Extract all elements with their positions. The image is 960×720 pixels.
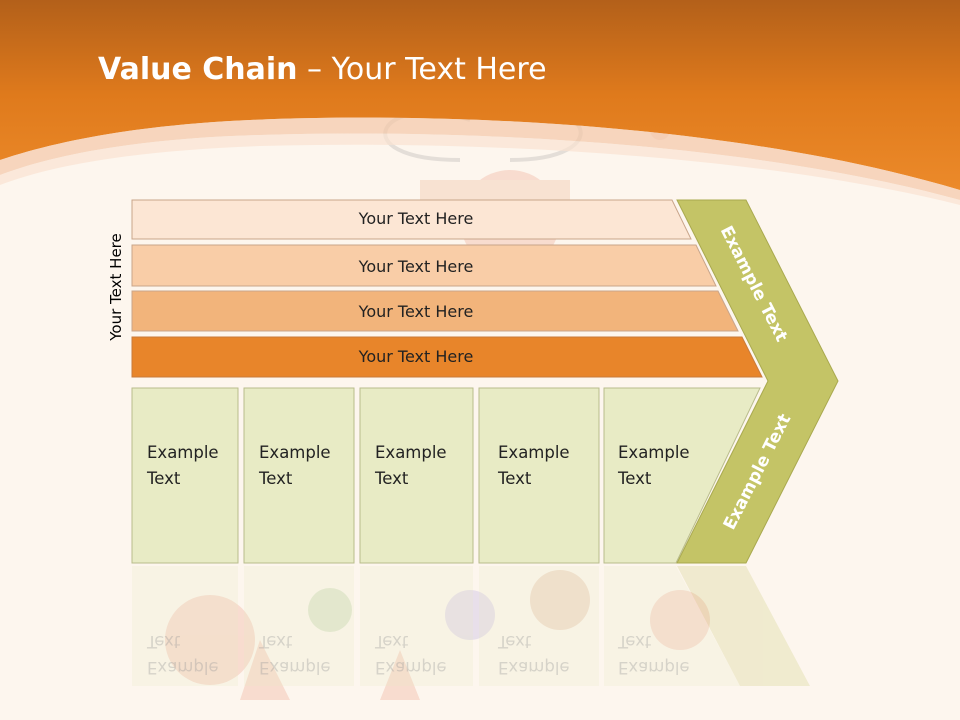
box-5-reflection: Example Text (618, 628, 690, 680)
box-5-line1: Example (618, 443, 690, 462)
bar-1[interactable] (131, 199, 692, 240)
box-4-line1: Example (498, 443, 570, 462)
bar-2-label: Your Text Here (358, 257, 474, 276)
side-label: Your Text Here (107, 233, 125, 341)
box-4-line2: Text (498, 469, 532, 488)
bar-2[interactable] (131, 244, 717, 287)
box-3[interactable] (359, 387, 474, 564)
chevron-arrow[interactable] (676, 199, 839, 564)
box-5[interactable] (603, 387, 761, 564)
box-4-label: Example Text (498, 440, 570, 492)
box-3-reflection-line2: Text (375, 632, 409, 651)
bar-4[interactable] (131, 336, 763, 378)
box-1-label: Example Text (147, 440, 219, 492)
box-2-line2: Text (259, 469, 293, 488)
box-5-label: Example Text (618, 440, 690, 492)
box-1-line1: Example (147, 443, 219, 462)
bar-1-label: Your Text Here (358, 209, 474, 228)
bar-3-label: Your Text Here (358, 302, 474, 321)
bar-4-label: Your Text Here (358, 347, 474, 366)
page-title: Value Chain – Your Text Here (98, 52, 547, 87)
box-5-reflection-line1: Example (618, 658, 690, 677)
box-2-label: Example Text (259, 440, 331, 492)
box-5-line2: Text (618, 469, 652, 488)
title-bold: Value Chain (98, 52, 298, 87)
box-1-reflection-line2: Text (147, 632, 181, 651)
title-rest: – Your Text Here (297, 52, 547, 87)
box-2[interactable] (243, 387, 355, 564)
box-4[interactable] (478, 387, 600, 564)
box-4-reflection-line2: Text (498, 632, 532, 651)
box-3-line2: Text (375, 469, 409, 488)
box-1-reflection: Example Text (147, 628, 219, 680)
box-5-reflection-line2: Text (618, 632, 652, 651)
box-4-reflection-line1: Example (498, 658, 570, 677)
box-2-reflection: Example Text (259, 628, 331, 680)
box-3-reflection: Example Text (375, 628, 447, 680)
box-3-reflection-line1: Example (375, 658, 447, 677)
box-1-reflection-line1: Example (147, 658, 219, 677)
box-2-reflection-line2: Text (259, 632, 293, 651)
box-2-reflection-line1: Example (259, 658, 331, 677)
box-1-line2: Text (147, 469, 181, 488)
bar-3[interactable] (131, 290, 739, 332)
box-2-line1: Example (259, 443, 331, 462)
box-3-line1: Example (375, 443, 447, 462)
box-4-reflection: Example Text (498, 628, 570, 680)
box-1[interactable] (131, 387, 239, 564)
box-3-label: Example Text (375, 440, 447, 492)
reflection (132, 566, 810, 686)
